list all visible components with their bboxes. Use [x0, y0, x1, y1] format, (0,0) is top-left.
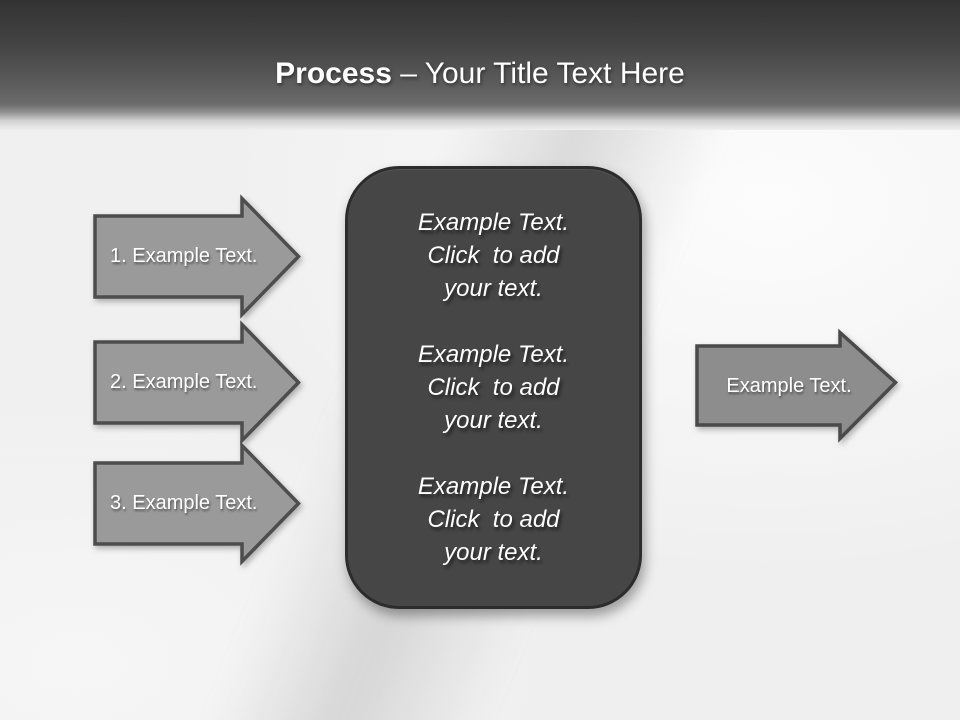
placeholder-line: Click to add	[427, 374, 560, 401]
placeholder-line: Click to add	[427, 242, 560, 269]
title-bar: Process – Your Title Text Here	[0, 0, 960, 130]
step-arrow-1-shape	[93, 194, 301, 319]
step-arrow-3[interactable]	[93, 441, 303, 566]
step-arrow-1[interactable]	[93, 194, 303, 319]
placeholder-line: Example Text.	[417, 341, 570, 368]
center-process-box[interactable]: Example Text. Click to add your text. Ex…	[345, 166, 642, 609]
step-arrow-2-shape	[93, 320, 301, 445]
placeholder-line: Example Text.	[417, 209, 570, 236]
result-arrow-shape	[695, 328, 899, 443]
placeholder-line: your text.	[444, 407, 543, 434]
placeholder-line: Click to add	[427, 506, 560, 533]
placeholder-text-group-2[interactable]: Example Text. Click to add your text.	[418, 338, 569, 437]
placeholder-line: your text.	[444, 539, 543, 566]
step-arrow-3-shape	[93, 441, 301, 566]
title-rest-text: – Your Title Text Here	[391, 57, 685, 90]
placeholder-line: your text.	[444, 275, 543, 302]
placeholder-line: Example Text.	[417, 473, 570, 500]
slide-title[interactable]: Process – Your Title Text Here	[0, 55, 960, 93]
placeholder-text-group-3[interactable]: Example Text. Click to add your text.	[418, 470, 569, 569]
title-bold-text: Process	[275, 57, 392, 90]
step-arrow-2[interactable]	[93, 320, 303, 445]
placeholder-text-group-1[interactable]: Example Text. Click to add your text.	[418, 206, 569, 305]
result-arrow[interactable]	[695, 328, 900, 443]
